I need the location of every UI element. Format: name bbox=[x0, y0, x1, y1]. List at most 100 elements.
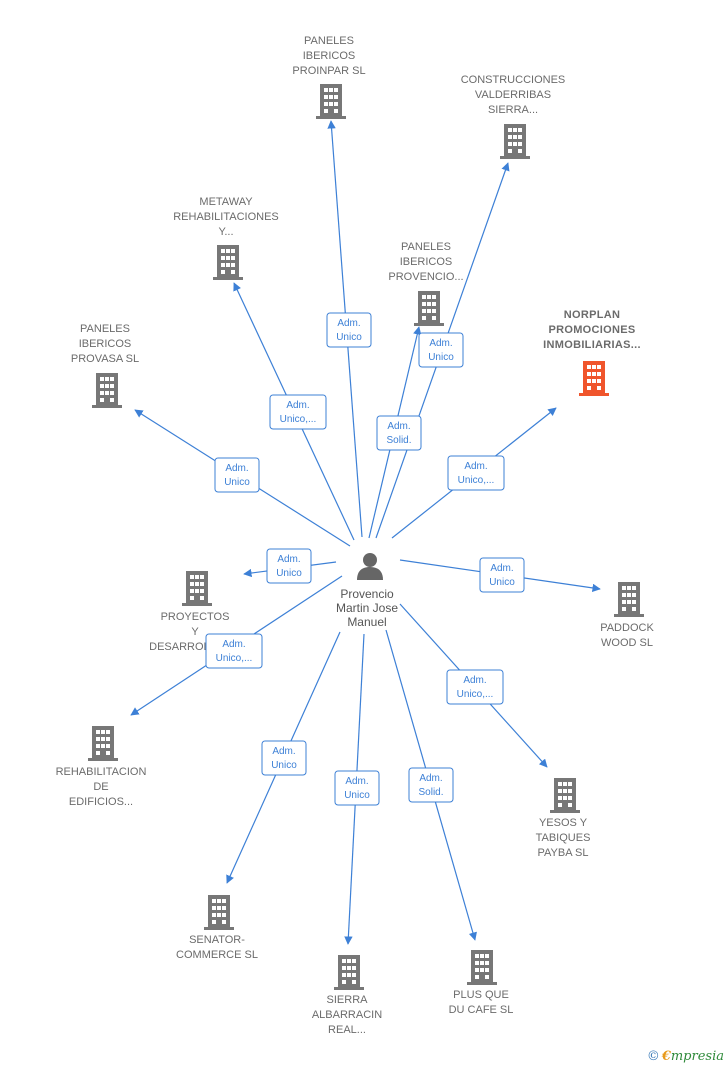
building-icon bbox=[92, 373, 122, 408]
edges-layer bbox=[130, 120, 601, 945]
role-badge-paddock[interactable]: Adm. Unico bbox=[479, 557, 525, 593]
role-badge-yesos[interactable]: Adm.Unico,... bbox=[446, 669, 504, 705]
company-node-paneles-provencio[interactable]: PANELESIBERICOSPROVENCIO... bbox=[388, 241, 464, 326]
company-name-line: REAL... bbox=[328, 1024, 366, 1036]
company-name-line: VALDERRIBAS bbox=[475, 89, 551, 101]
company-node-norplan[interactable]: NORPLAN PROMOCIONES INMOBILIARIAS... bbox=[543, 309, 641, 396]
role-text: Unico bbox=[428, 352, 454, 363]
building-icon bbox=[467, 950, 497, 985]
role-badge-box bbox=[479, 557, 525, 593]
role-badge-proyectos[interactable]: Adm.Unico bbox=[266, 548, 312, 584]
role-text: Unico bbox=[336, 332, 362, 343]
company-name-line: REHABILITACION bbox=[56, 766, 147, 778]
role-badge-senator[interactable]: Adm.Unico bbox=[261, 740, 307, 776]
role-text: Solid. bbox=[386, 435, 411, 446]
company-name-line: PROVASA SL bbox=[71, 353, 139, 365]
role-badge-plus-que-du-cafe[interactable]: Adm.Solid. bbox=[408, 767, 454, 803]
company-name-line: EDIFICIOS... bbox=[69, 796, 133, 808]
company-node-sierra-albarracin[interactable]: SIERRAALBARRACINREAL... bbox=[312, 955, 382, 1036]
company-name-line: PAYBA SL bbox=[538, 847, 589, 859]
company-name-line: PADDOCK bbox=[600, 622, 654, 634]
role-badge-box bbox=[261, 740, 307, 776]
role-badge-paneles-proinpar[interactable]: Adm. Unico bbox=[326, 312, 372, 348]
company-name-line: PROMOCIONES bbox=[548, 324, 635, 336]
company-name-line: TABIQUES bbox=[536, 832, 591, 844]
building-icon bbox=[182, 571, 212, 606]
role-text: Unico,... bbox=[458, 475, 495, 486]
role-text: Unico,... bbox=[216, 653, 253, 664]
company-name-line: PANELES bbox=[80, 323, 130, 335]
company-node-senator[interactable]: SENATOR- COMMERCE SL bbox=[176, 895, 258, 961]
role-badge-sierra-albarracin[interactable]: Adm.Unico bbox=[334, 770, 380, 806]
role-text: Adm. bbox=[490, 563, 513, 574]
role-badge-box bbox=[447, 455, 505, 491]
company-name-line: PROINPAR SL bbox=[292, 65, 365, 77]
role-badge-box bbox=[205, 633, 263, 669]
role-text: Adm. bbox=[225, 463, 248, 474]
company-name-line: INMOBILIARIAS... bbox=[543, 339, 641, 351]
role-badge-box bbox=[334, 770, 380, 806]
company-node-rehabilitacion[interactable]: REHABILITACION DE EDIFICIOS... bbox=[56, 726, 147, 808]
role-text: Adm. bbox=[337, 318, 360, 329]
company-name-line: Y bbox=[191, 626, 199, 638]
company-name-line: IBERICOS bbox=[79, 338, 132, 350]
role-badge-box bbox=[418, 332, 464, 368]
company-name-line: PROVENCIO... bbox=[388, 271, 463, 283]
company-name-line: IBERICOS bbox=[303, 50, 356, 62]
company-node-paddock[interactable]: PADDOCK WOOD SL bbox=[600, 582, 654, 649]
role-text: Unico bbox=[276, 568, 302, 579]
role-badge-metaway[interactable]: Adm. Unico,... bbox=[269, 394, 327, 430]
role-badge-construcciones-valderribas[interactable]: Adm.Unico bbox=[418, 332, 464, 368]
role-text: Unico bbox=[271, 760, 297, 771]
building-icon bbox=[500, 124, 530, 159]
company-name-line: WOOD SL bbox=[601, 637, 653, 649]
brand-name: mpresia bbox=[670, 1049, 724, 1064]
role-badge-box bbox=[408, 767, 454, 803]
role-badge-paneles-provasa[interactable]: Adm.Unico bbox=[214, 457, 260, 493]
company-name-line: COMMERCE SL bbox=[176, 949, 258, 961]
brand-logo: ©€mpresia bbox=[647, 1049, 724, 1064]
building-icon bbox=[204, 895, 234, 930]
company-node-paneles-provasa[interactable]: PANELES IBERICOS PROVASA SL bbox=[71, 323, 139, 408]
building-icon bbox=[614, 582, 644, 617]
company-name-line: REHABILITACIONES bbox=[173, 211, 279, 223]
company-name-line: Y... bbox=[218, 226, 233, 238]
role-badge-box bbox=[326, 312, 372, 348]
company-node-yesos[interactable]: YESOS Y TABIQUES PAYBA SL bbox=[536, 778, 591, 859]
role-badge-box bbox=[214, 457, 260, 493]
company-node-construcciones-valderribas[interactable]: CONSTRUCCIONESVALDERRIBASSIERRA... bbox=[461, 74, 566, 159]
company-name-line: DE bbox=[93, 781, 108, 793]
building-icon bbox=[550, 778, 580, 813]
role-badge-norplan[interactable]: Adm.Unico,... bbox=[447, 455, 505, 491]
building-icon bbox=[579, 361, 609, 396]
company-name-line: NORPLAN bbox=[564, 309, 621, 321]
role-text: Unico bbox=[344, 790, 370, 801]
building-icon bbox=[414, 291, 444, 326]
company-name-line: SIERRA... bbox=[488, 104, 538, 116]
company-name-line: SENATOR- bbox=[189, 934, 245, 946]
company-name-line: YESOS Y bbox=[539, 817, 588, 829]
person-name-line-3: Manuel bbox=[347, 615, 386, 629]
role-text: Adm. bbox=[387, 421, 410, 432]
company-name-line: PLUS QUE bbox=[453, 989, 509, 1001]
company-name-line: ALBARRACIN bbox=[312, 1009, 382, 1021]
person-name-line-1: Provencio bbox=[340, 587, 394, 601]
role-text: Adm. bbox=[286, 400, 309, 411]
role-badge-box bbox=[269, 394, 327, 430]
role-badge-box bbox=[376, 415, 422, 451]
company-name-line: PROYECTOS bbox=[161, 611, 230, 623]
role-badge-box bbox=[266, 548, 312, 584]
person-icon bbox=[357, 553, 383, 580]
role-badge-rehabilitacion[interactable]: Adm.Unico,... bbox=[205, 633, 263, 669]
company-name-line: PANELES bbox=[401, 241, 451, 253]
company-node-metaway[interactable]: METAWAYREHABILITACIONESY... bbox=[173, 196, 279, 280]
center-person[interactable]: Provencio Martin Jose Manuel bbox=[336, 553, 398, 629]
role-text: Unico,... bbox=[280, 414, 317, 425]
role-badge-paneles-provencio[interactable]: Adm. Solid. bbox=[376, 415, 422, 451]
role-text: Unico,... bbox=[457, 689, 494, 700]
role-text: Unico bbox=[489, 577, 515, 588]
